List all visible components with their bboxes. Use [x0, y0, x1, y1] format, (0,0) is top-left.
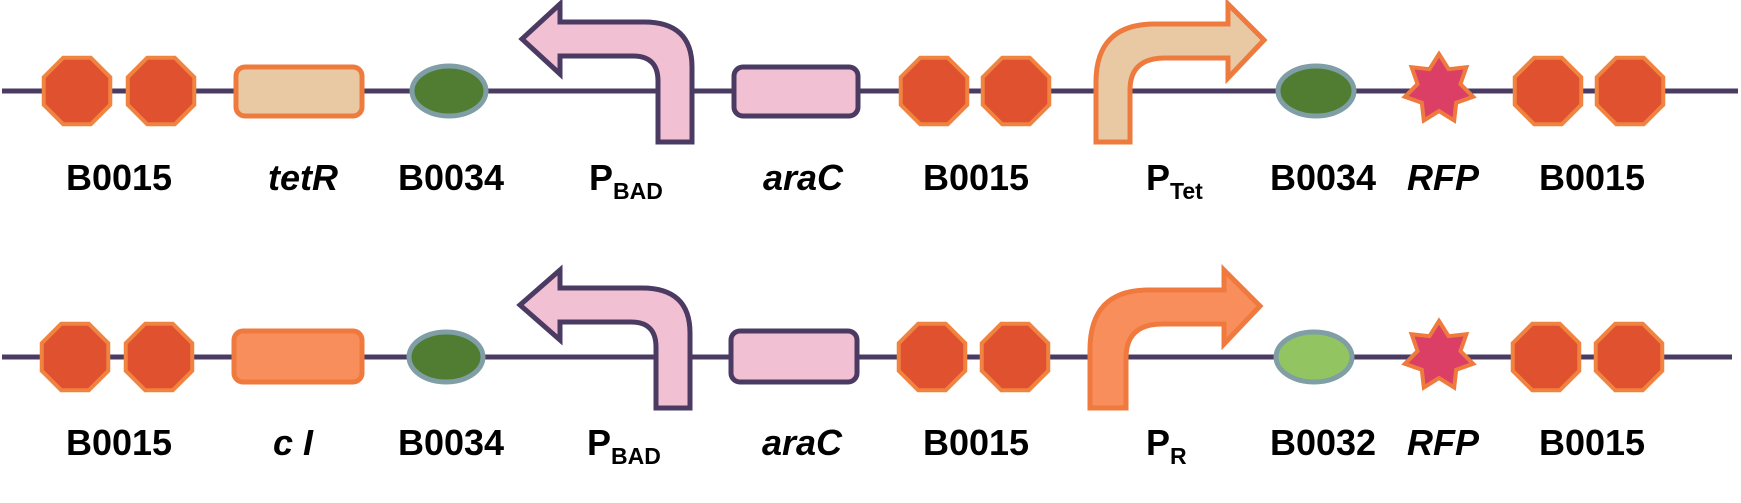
label-terminator-2: B0015 [923, 422, 1029, 463]
rfp-star-icon [1401, 317, 1477, 391]
rfp-star-icon [1401, 50, 1477, 124]
terminator-icon [1510, 321, 1582, 393]
label-terminator-1: B0015 [66, 422, 172, 463]
promoter-left-arrow-icon [516, 264, 693, 411]
label-promoter-pbad: PBAD [589, 157, 663, 204]
construct-2: B0015 c I B0034 PBAD araC B0015 PR B0032… [2, 263, 1732, 469]
label-terminator-3: B0015 [1539, 157, 1645, 198]
rbs-icon [1273, 329, 1355, 385]
rbs-icon [1275, 63, 1357, 119]
label-terminator-3: B0015 [1539, 422, 1645, 463]
gene-araC [728, 328, 860, 385]
label-promoter-pr: PR [1146, 422, 1187, 469]
label-rbs-1: B0034 [398, 157, 504, 198]
promoter-left-arrow-icon [518, 0, 695, 145]
label-gene-araC: araC [762, 422, 843, 463]
label-promoter-pbad: PBAD [587, 422, 661, 469]
construct-1: B0015 tetR B0034 PBAD araC B0015 PTet B0… [2, 0, 1738, 204]
label-terminator-2: B0015 [923, 157, 1029, 198]
terminator-icon [980, 55, 1052, 127]
promoter-right-arrow-icon [1093, 0, 1268, 145]
label-gene-cI: c I [273, 422, 314, 463]
label-rbs-1: B0034 [398, 422, 504, 463]
terminator-icon [896, 321, 968, 393]
label-reporter-rfp: RFP [1407, 422, 1480, 463]
label-rbs-2: B0034 [1270, 157, 1376, 198]
label-terminator-1: B0015 [66, 157, 172, 198]
label-gene-tetR: tetR [268, 157, 338, 198]
promoter-right-arrow-icon [1087, 263, 1264, 411]
terminator-pair [1512, 55, 1666, 127]
terminator-icon [125, 55, 197, 127]
gene-cI [231, 328, 365, 385]
terminator-pair [1510, 321, 1665, 393]
terminator-icon [1593, 321, 1665, 393]
terminator-icon [979, 321, 1051, 393]
terminator-pair [896, 321, 1051, 393]
terminator-icon [39, 321, 111, 393]
terminator-icon [1594, 55, 1666, 127]
terminator-pair [41, 55, 197, 127]
label-rbs-2: B0032 [1270, 422, 1376, 463]
gene-tetR [233, 64, 365, 119]
terminator-icon [123, 321, 195, 393]
label-gene-araC: araC [763, 157, 844, 198]
terminator-pair [39, 321, 195, 393]
label-promoter-ptet: PTet [1146, 157, 1203, 204]
rbs-icon [409, 63, 489, 119]
gene-araC [731, 64, 861, 119]
label-reporter-rfp: RFP [1407, 157, 1480, 198]
terminator-icon [1512, 55, 1584, 127]
terminator-icon [898, 55, 970, 127]
terminator-pair [898, 55, 1052, 127]
rbs-icon [406, 329, 486, 385]
terminator-icon [41, 55, 113, 127]
